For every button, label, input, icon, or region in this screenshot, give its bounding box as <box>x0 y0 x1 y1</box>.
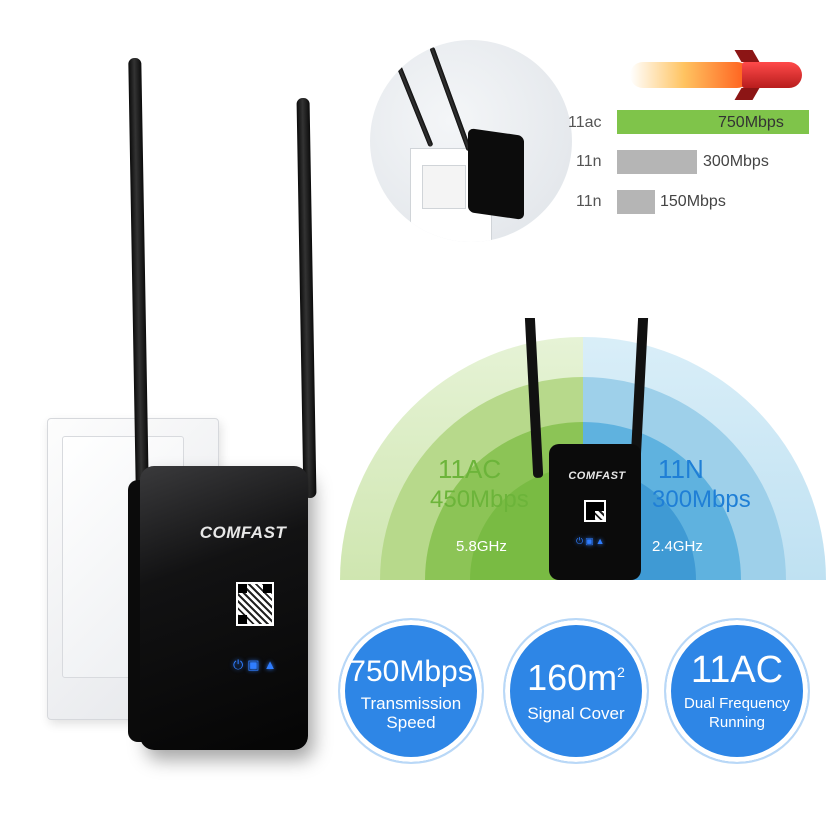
lan-icon: ▣ <box>247 657 260 672</box>
feature-circle-speed: 750Mbps Transmission Speed <box>340 620 482 762</box>
feature-small-text: Speed <box>386 713 436 732</box>
rocket-fin <box>734 88 760 100</box>
dual-band-graphic: COMFAST ⏻ ▣ ▲ 11AC 450Mbps 5.8GHz 11N 30… <box>340 318 826 580</box>
small-device-brand-label: COMFAST <box>568 470 626 482</box>
small-device-led-row: ⏻ ▣ ▲ <box>576 536 605 547</box>
feature-small-text: Signal Cover <box>527 704 625 723</box>
lan-icon: ▣ <box>585 536 594 546</box>
speed-row-value: 300Mbps <box>703 153 769 170</box>
inset-installation-photo <box>370 40 572 242</box>
feature-superscript: 2 <box>617 664 625 680</box>
device-led-row: ⏻ ▣ ▲ <box>233 657 283 673</box>
device-qr-code <box>236 582 274 626</box>
feature-big-text-wrap: 160m2 <box>505 654 647 696</box>
signal-arcs <box>340 318 826 580</box>
rocket-fin <box>734 50 760 62</box>
power-icon: ⏻ <box>233 657 244 672</box>
feature-small-text: Running <box>709 714 765 731</box>
feature-small-text: Dual Frequency <box>684 695 790 712</box>
main-device <box>140 466 308 750</box>
device-brand-label: COMFAST <box>199 523 287 542</box>
speed-row-standard: 11ac <box>568 114 602 131</box>
band-left-speed: 450Mbps <box>430 486 529 513</box>
rocket-icon <box>742 62 802 88</box>
speed-bar <box>617 110 809 134</box>
band-right-frequency: 2.4GHz <box>652 538 703 555</box>
speed-row-value: 150Mbps <box>660 193 726 210</box>
small-device-qr-code <box>584 500 606 522</box>
speed-bar <box>617 150 697 174</box>
feature-circle-dual-frequency: 11AC Dual Frequency Running <box>666 620 808 762</box>
feature-small-text: Transmission <box>360 694 462 713</box>
feature-big-text: 750Mbps <box>349 655 473 688</box>
feature-big-text: 11AC <box>690 649 784 691</box>
speed-row-standard: 11n <box>576 193 602 210</box>
speed-row-value: 750Mbps <box>718 114 784 131</box>
power-icon: ⏻ <box>576 536 584 546</box>
feature-circle-coverage: 160m2 Signal Cover <box>505 620 647 762</box>
band-right-standard: 11N <box>658 454 704 484</box>
speed-row-standard: 11n <box>576 153 602 170</box>
speed-bar <box>617 190 655 214</box>
band-left-frequency: 5.8GHz <box>456 538 507 555</box>
right-antenna <box>296 97 317 499</box>
feature-big-text: 160m <box>527 657 618 698</box>
wifi-icon: ▲ <box>595 536 605 546</box>
wifi-icon: ▲ <box>263 657 277 672</box>
band-left-standard: 11AC <box>438 454 502 484</box>
rocket-trail <box>630 62 750 88</box>
band-right-speed: 300Mbps <box>652 486 751 513</box>
